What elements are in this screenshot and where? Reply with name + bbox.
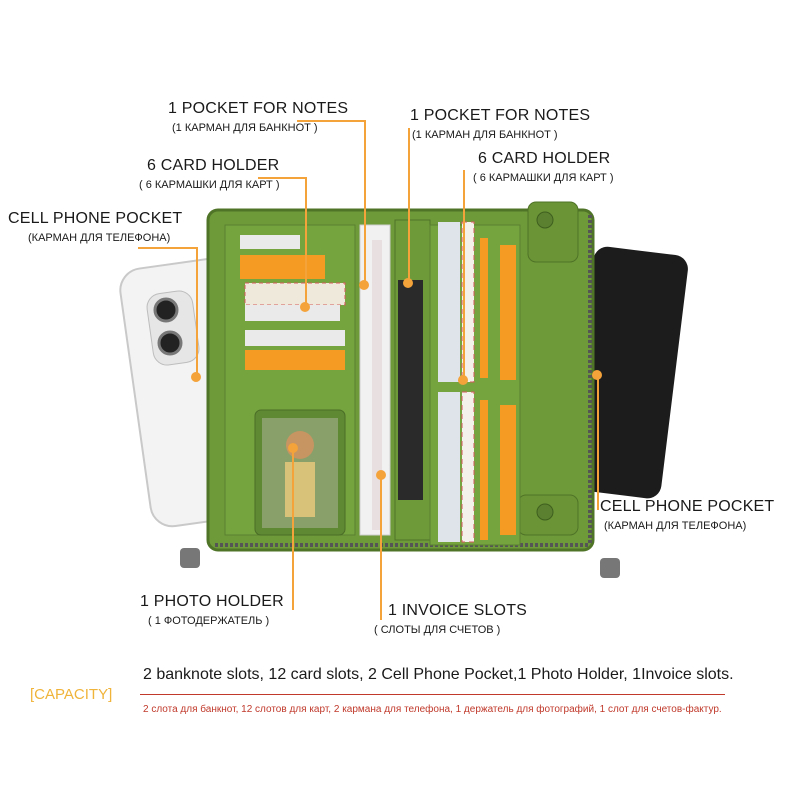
- label-photo-en: 1 PHOTO HOLDER: [140, 593, 284, 610]
- label-notes-right: 1 POCKET FOR NOTES (1 КАРМАН ДЛЯ БАНКНОТ…: [410, 107, 590, 141]
- label-invoice: 1 INVOICE SLOTS ( СЛОТЫ ДЛЯ СЧЕТОВ ): [374, 602, 528, 636]
- label-notes-left-en: 1 POCKET FOR NOTES: [168, 100, 349, 117]
- label-phone-left-en: CELL PHONE POCKET: [8, 210, 183, 227]
- label-cards-left-en: 6 CARD HOLDER: [147, 157, 280, 174]
- capacity-english-text: 2 banknote slots, 12 card slots, 2 Cell …: [143, 666, 734, 683]
- label-phone-right: CELL PHONE POCKET (КАРМАН ДЛЯ ТЕЛЕФОНА): [600, 498, 774, 532]
- label-photo: 1 PHOTO HOLDER ( 1 ФОТОДЕРЖАТЕЛЬ ): [140, 593, 284, 627]
- label-phone-left-ru: (КАРМАН ДЛЯ ТЕЛЕФОНА): [28, 232, 171, 244]
- label-cards-right-ru: ( 6 КАРМАШКИ ДЛЯ КАРТ ): [473, 172, 614, 184]
- label-invoice-en: 1 INVOICE SLOTS: [388, 602, 528, 619]
- capacity-tag: [CAPACITY]: [30, 686, 113, 703]
- label-notes-right-ru: (1 КАРМАН ДЛЯ БАНКНОТ ): [412, 129, 558, 141]
- label-cards-right: 6 CARD HOLDER ( 6 КАРМАШКИ ДЛЯ КАРТ ): [473, 150, 614, 184]
- label-photo-ru: ( 1 ФОТОДЕРЖАТЕЛЬ ): [148, 615, 270, 627]
- label-cards-right-en: 6 CARD HOLDER: [478, 150, 611, 167]
- label-invoice-ru: ( СЛОТЫ ДЛЯ СЧЕТОВ ): [374, 624, 501, 636]
- label-phone-right-ru: (КАРМАН ДЛЯ ТЕЛЕФОНА): [604, 520, 747, 532]
- label-phone-left: CELL PHONE POCKET (КАРМАН ДЛЯ ТЕЛЕФОНА): [8, 210, 182, 244]
- capacity-divider: [140, 694, 725, 695]
- wallet-body: [180, 201, 620, 578]
- label-phone-right-en: CELL PHONE POCKET: [600, 498, 775, 515]
- label-cards-left-ru: ( 6 КАРМАШКИ ДЛЯ КАРТ ): [139, 179, 280, 191]
- label-cards-left: 6 CARD HOLDER ( 6 КАРМАШКИ ДЛЯ КАРТ ): [139, 157, 280, 191]
- capacity-russian-text: 2 слота для банкнот, 12 слотов для карт,…: [143, 704, 722, 715]
- label-notes-right-en: 1 POCKET FOR NOTES: [410, 107, 591, 124]
- label-notes-left-ru: (1 КАРМАН ДЛЯ БАНКНОТ ): [172, 122, 318, 134]
- label-notes-left: 1 POCKET FOR NOTES (1 КАРМАН ДЛЯ БАНКНОТ…: [168, 100, 348, 134]
